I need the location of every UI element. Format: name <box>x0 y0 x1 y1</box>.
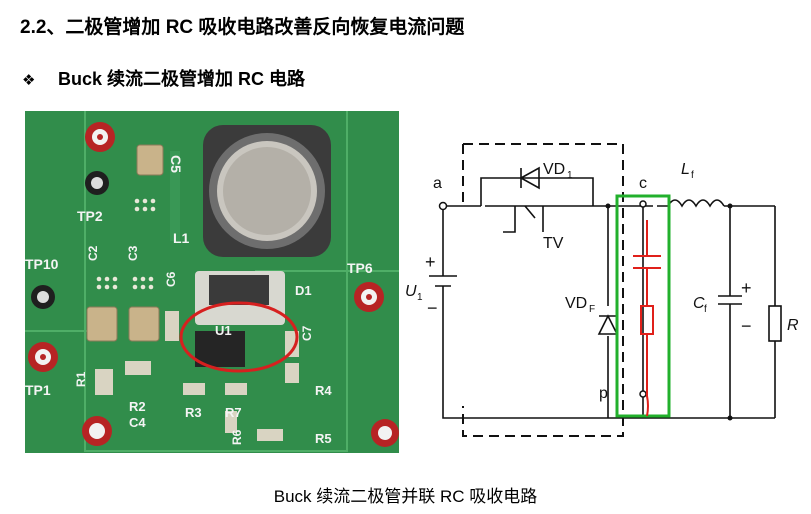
source-plus-label: + <box>425 252 436 272</box>
label-r1: R1 <box>74 371 88 387</box>
label-r7: R7 <box>225 405 242 420</box>
tp1-pad <box>28 342 58 372</box>
label-c5: C5 <box>168 155 184 173</box>
tp-top-left <box>85 122 115 152</box>
label-d1: D1 <box>295 283 312 298</box>
node-p-label: p <box>599 385 608 402</box>
buck-schematic: a c p VD 1 TV L f U 1 + − VD F C f + − R <box>403 136 808 446</box>
tp-bottom-left <box>82 416 112 446</box>
label-c2: C2 <box>86 245 100 261</box>
node-a-label: a <box>433 175 442 192</box>
label-r3: R3 <box>185 405 202 420</box>
d1-diode <box>195 271 285 325</box>
u1-ic <box>195 331 245 367</box>
vd1-label: VD <box>543 161 565 178</box>
via-grid-c2c3 <box>96 276 154 290</box>
subsection-title: ❖ Buck 续流二极管增加 RC 电路 <box>22 65 305 91</box>
tp10-pad <box>31 285 55 309</box>
vdf-subscript: F <box>589 304 595 315</box>
dashed-enclosure <box>462 143 624 437</box>
lf-label: L <box>681 161 690 178</box>
vd1-subscript: 1 <box>567 170 573 181</box>
tp2-pad <box>85 171 109 195</box>
label-r2: R2 <box>129 399 146 414</box>
label-tp2: TP2 <box>77 208 103 224</box>
figure-caption: Buck 续流二极管并联 RC 吸收电路 <box>273 487 538 506</box>
label-c7: C7 <box>300 325 314 341</box>
tp6-pad <box>354 282 384 312</box>
label-r5: R5 <box>315 431 332 446</box>
pcb-photo: C5 L1 TP2 TP10 TP6 TP1 C2 C3 C6 D1 U1 C7… <box>25 111 399 453</box>
c5-capacitor <box>136 144 164 176</box>
u1-label: U <box>405 283 417 300</box>
cf-subscript: f <box>704 304 707 315</box>
label-r6: R6 <box>230 429 244 445</box>
source-minus-label: − <box>427 298 438 318</box>
c3-capacitor <box>128 306 160 342</box>
diamond-bullet-icon: ❖ <box>22 72 36 89</box>
label-l1: L1 <box>173 230 190 246</box>
schematic-diagram: a c p VD 1 TV L f U 1 + − VD F C f + − R <box>405 143 799 437</box>
c2-capacitor <box>86 306 118 342</box>
label-tp6: TP6 <box>347 260 373 276</box>
label-r4: R4 <box>315 383 332 398</box>
vdf-label: VD <box>565 295 587 312</box>
tp-bottom-right <box>371 419 399 447</box>
label-c6: C6 <box>164 271 178 287</box>
label-tp1: TP1 <box>25 382 51 398</box>
cf-label: C <box>693 295 705 312</box>
label-tp10: TP10 <box>25 256 59 272</box>
label-u1: U1 <box>215 323 232 338</box>
rc-snubber <box>633 220 661 417</box>
cap-plus-label: + <box>741 278 752 298</box>
lf-subscript: f <box>691 170 694 181</box>
pcb-board-image: C5 L1 TP2 TP10 TP6 TP1 C2 C3 C6 D1 U1 C7… <box>25 111 399 453</box>
via-grid-tp2 <box>134 198 156 212</box>
label-c3: C3 <box>126 245 140 261</box>
subsection-title-text: Buck 续流二极管增加 RC 电路 <box>58 69 306 89</box>
r-label: R <box>787 317 799 334</box>
small-components <box>95 311 299 441</box>
label-c4: C4 <box>129 415 146 430</box>
section-title: 2.2、二极管增加 RC 吸收电路改善反向恢复电流问题 <box>20 17 465 38</box>
rc-highlight-box <box>615 194 671 418</box>
cap-minus-label: − <box>741 316 752 336</box>
tv-label: TV <box>543 235 564 252</box>
u1-subscript: 1 <box>417 292 423 303</box>
highlight-ellipse <box>179 301 299 373</box>
l1-inductor <box>203 125 331 257</box>
node-c-label: c <box>639 175 647 192</box>
